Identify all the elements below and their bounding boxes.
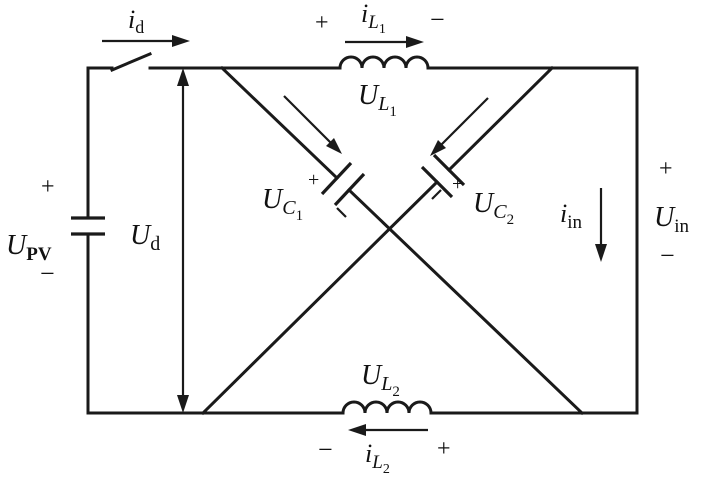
uin-minus-sign: − bbox=[660, 241, 675, 270]
il2-arrowhead bbox=[348, 424, 366, 436]
switch-blade bbox=[110, 52, 152, 72]
label-u-l2: UL2 bbox=[361, 360, 400, 400]
l1-minus-sign: − bbox=[430, 5, 445, 34]
diagonal-c1-upper bbox=[219, 65, 340, 181]
pv-minus-sign: − bbox=[40, 259, 55, 288]
c1-plus-sign: + bbox=[308, 169, 319, 191]
id-current-arrow bbox=[102, 35, 190, 47]
l1-plus-sign: + bbox=[315, 10, 329, 36]
il2-current-arrow bbox=[348, 424, 428, 436]
capacitor-c1-plate-a bbox=[320, 161, 353, 196]
diagonal-c2-lower bbox=[200, 179, 440, 416]
ud-arrowhead-down bbox=[177, 395, 189, 413]
il1-arrowhead bbox=[406, 36, 424, 48]
id-arrowhead bbox=[172, 35, 190, 47]
inductor-l1 bbox=[338, 55, 430, 70]
inductor-l2-coil bbox=[341, 400, 433, 415]
c1-arrowhead bbox=[326, 138, 342, 154]
branch-c2 bbox=[200, 65, 555, 416]
inductor-l1-coil bbox=[338, 55, 430, 70]
branch-c1 bbox=[219, 65, 585, 416]
c2-minus-mark bbox=[431, 189, 442, 200]
label-i-l1: iL1 bbox=[361, 0, 386, 37]
label-u-l1: UL1 bbox=[358, 80, 397, 120]
label-i-d: id bbox=[128, 5, 144, 37]
il1-current-arrow bbox=[345, 36, 424, 48]
diagonal-c1-lower bbox=[346, 187, 585, 416]
ud-arrowhead-up bbox=[177, 68, 189, 86]
label-i-l2: iL2 bbox=[365, 439, 390, 477]
diagonal-c2-upper bbox=[446, 65, 555, 173]
iin-current-arrow bbox=[595, 188, 607, 262]
pv-plus-sign: + bbox=[41, 174, 55, 200]
capacitor-c2-plate-b bbox=[420, 165, 454, 199]
c2-current-arrow bbox=[430, 97, 489, 156]
c2-polarity: + bbox=[431, 173, 463, 200]
capacitor-c1-plate-b bbox=[333, 172, 366, 207]
capacitor-c2-plate-a bbox=[432, 153, 466, 187]
c1-arrow-shaft bbox=[283, 95, 333, 145]
c2-arrow-shaft bbox=[439, 97, 489, 147]
uin-plus-sign: + bbox=[659, 156, 673, 182]
l2-minus-sign: − bbox=[318, 435, 333, 464]
c1-current-arrow bbox=[283, 95, 342, 154]
pv-capacitor bbox=[71, 216, 105, 236]
label-u-d: Ud bbox=[130, 220, 160, 255]
c1-polarity: + bbox=[308, 169, 347, 218]
c1-minus-mark bbox=[336, 207, 347, 218]
switch bbox=[110, 52, 152, 72]
ud-voltage-arrow bbox=[177, 68, 189, 413]
label-i-in: iin bbox=[560, 199, 583, 233]
circuit-wires bbox=[86, 66, 639, 415]
label-u-pv: UPV bbox=[6, 230, 52, 265]
iin-arrowhead bbox=[595, 244, 607, 262]
c2-arrowhead bbox=[430, 140, 446, 156]
l2-plus-sign: + bbox=[437, 436, 451, 462]
c2-plus-sign: + bbox=[452, 173, 463, 195]
inductor-l2 bbox=[341, 400, 433, 415]
label-u-in: Uin bbox=[654, 202, 690, 237]
label-u-c1: UC1 bbox=[262, 184, 303, 224]
label-u-c2: UC2 bbox=[473, 188, 514, 228]
